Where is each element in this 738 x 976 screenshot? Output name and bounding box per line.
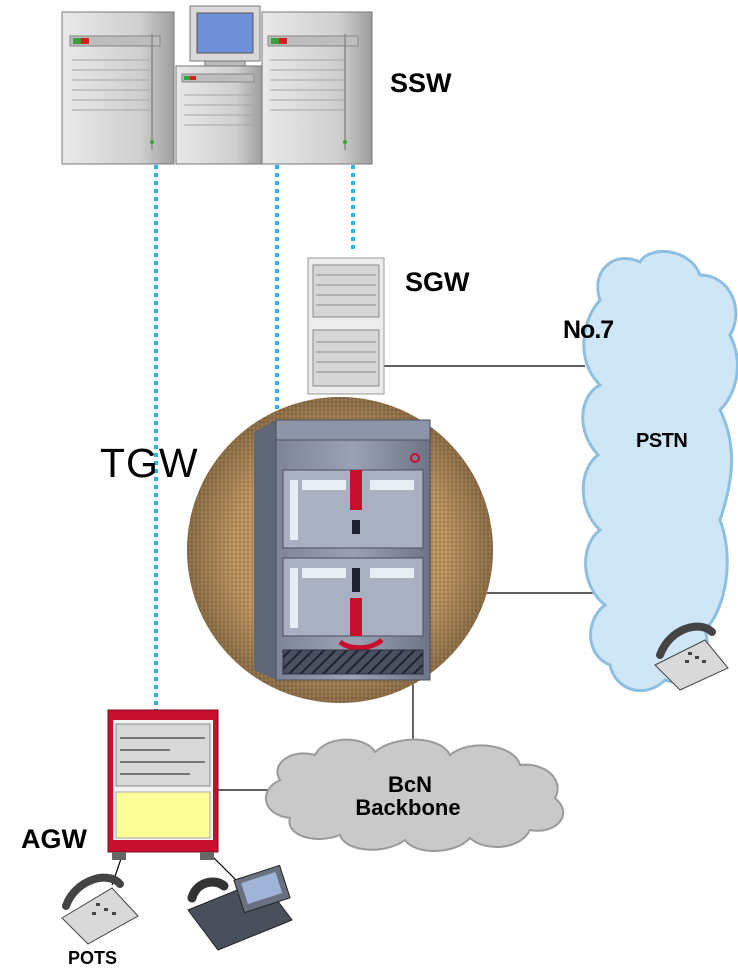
pstn-label: PSTN (636, 430, 688, 452)
backbone-label-line2: Backbone (355, 795, 461, 820)
ssw-label: SSW (390, 68, 452, 98)
agw-label: AGW (21, 824, 87, 854)
network-cloud-icon (264, 738, 564, 852)
sgw-label: SGW (405, 267, 470, 297)
trunk-gateway-chassis-icon (187, 397, 493, 703)
telephone-icon (187, 864, 293, 951)
signaling-gateway-rack-icon (307, 257, 385, 395)
server-rack-icon (61, 5, 373, 165)
telephone-icon (654, 622, 729, 691)
tgw-label: TGW (100, 440, 199, 486)
access-gateway-cabinet-icon (107, 709, 219, 860)
telephone-icon (61, 873, 139, 945)
no7-label: No.7 (563, 316, 614, 344)
pots-label: POTS (68, 948, 118, 968)
backbone-label-line1: BcN (388, 772, 433, 797)
